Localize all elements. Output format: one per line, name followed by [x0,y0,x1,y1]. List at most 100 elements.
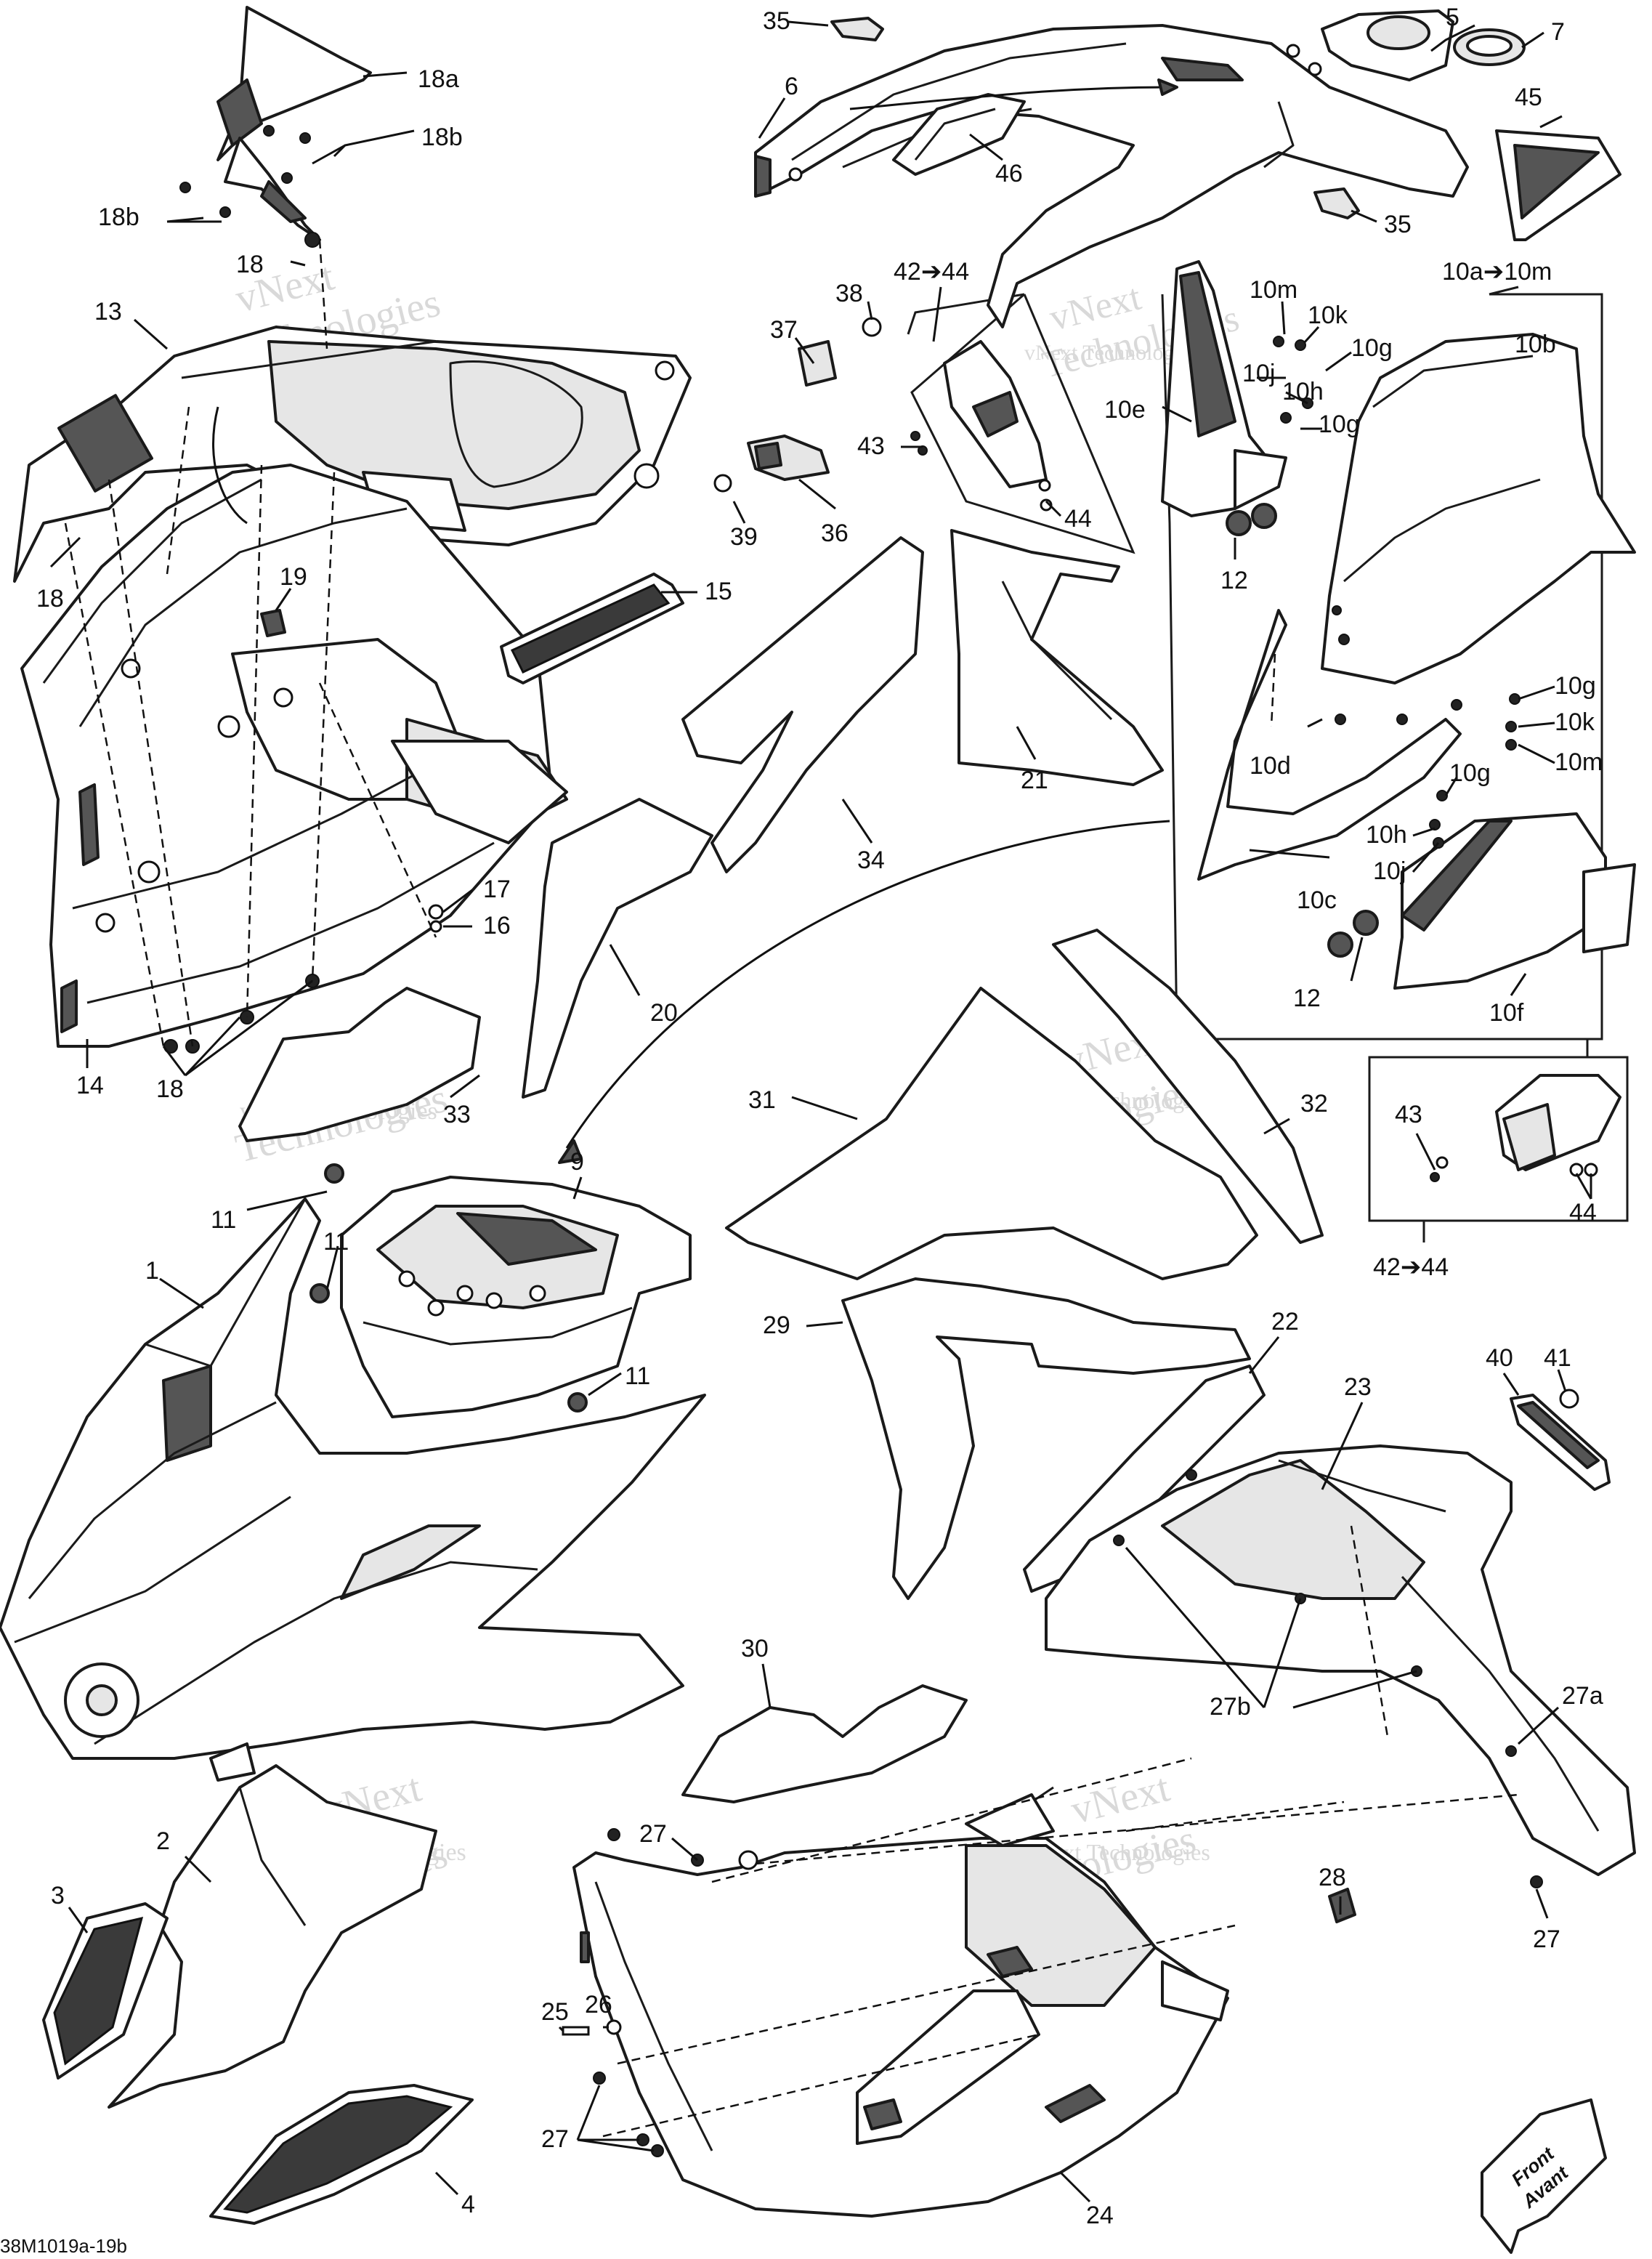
part-5-gauge-bezel-plate [1321,9,1454,81]
callout-27-bottom: 27 [541,2125,569,2153]
callout-10m-right: 10m [1555,748,1603,776]
callout-10j-lower: 10j [1373,857,1406,885]
assembly-arrows [212,78,1178,1164]
callout-2: 2 [156,1827,170,1855]
callout-10e: 10e [1104,396,1146,424]
part-35-clip-top [830,17,884,41]
part-26-washer [606,2019,622,2035]
callout-leaders [49,20,1592,2203]
callout-35-right: 35 [1384,211,1412,238]
part-12-grommet-lower-b [1327,932,1353,958]
callout-22: 22 [1271,1308,1299,1335]
diagram-code: 38M1019a-19b [0,2235,127,2257]
callout-10g-mid: 10g [1319,411,1360,438]
callout-6: 6 [785,73,798,100]
part-27-screws [593,1828,1543,2157]
callout-27-right: 27 [1533,1925,1560,1953]
callout-16: 16 [483,912,511,939]
front-direction-badge: Front Avant [1481,2098,1607,2254]
part-42-44-mirror-detail [1430,1074,1621,1182]
callout-10k-right: 10k [1555,708,1595,736]
callout-42-44-detail: 42➔44 [1373,1253,1449,1281]
part-11-grommet-c [567,1392,588,1413]
part-37-bracket [798,340,837,387]
part-30-foam-pad [681,1684,968,1803]
callout-11-b: 11 [323,1228,349,1256]
callout-10g-lower: 10g [1449,759,1491,787]
callout-44-top: 44 [1064,505,1092,533]
part-39-nut [713,474,732,493]
callout-18b-upper: 18b [421,124,463,151]
callout-10k-top: 10k [1308,302,1348,329]
callout-labels: 35 5 7 6 45 46 35 10a➔10m 18a 18b 18b 18… [36,4,1603,2229]
part-25-bolt [562,2026,590,2036]
callout-36: 36 [821,520,849,547]
part-19-clip [260,609,286,637]
callout-27b: 27b [1210,1693,1251,1721]
callout-29: 29 [763,1312,790,1339]
callout-39: 39 [730,523,758,551]
callout-26: 26 [585,1991,612,2018]
part-2-lower-nose [108,1764,437,2109]
callout-19: 19 [280,563,307,591]
part-45-side-bracket [1495,129,1621,241]
callout-7: 7 [1551,18,1565,46]
callout-44-detail: 44 [1569,1199,1597,1227]
part-9-headlight-housing [340,1176,692,1418]
part-13-upper-console [13,326,692,583]
callout-27a: 27a [1562,1682,1603,1710]
callout-34: 34 [857,846,885,874]
callout-18-left: 18 [36,585,64,613]
part-28-clip [1328,1888,1356,1923]
callout-12-top: 12 [1220,567,1248,594]
callout-23: 23 [1344,1373,1372,1401]
callout-10a-10m: 10a➔10m [1442,258,1552,286]
part-32-trim-strip [1052,929,1324,1244]
part-15-vent-grille [500,573,684,684]
callout-43-detail: 43 [1395,1101,1422,1128]
callout-30: 30 [741,1635,769,1662]
callout-25: 25 [541,1998,569,2026]
callout-10d: 10d [1250,752,1291,780]
callout-9: 9 [570,1148,584,1176]
part-36-latch [747,435,830,481]
part-22-foam-strip [1023,1365,1266,1593]
callout-5: 5 [1446,4,1459,31]
part-34-foam-panel [681,536,924,873]
part-11-grommet-a [324,1163,344,1184]
callout-38: 38 [835,280,863,307]
part-10-hardware-stack-top [1273,336,1313,424]
callout-41: 41 [1544,1344,1571,1372]
callout-3: 3 [51,1882,65,1910]
callout-28: 28 [1319,1864,1346,1891]
part-1-front-cowl [0,1197,706,1782]
callout-10c: 10c [1297,886,1337,914]
callout-10h-lower: 10h [1366,821,1407,849]
part-46-inner-duct [892,93,1026,176]
callout-4: 4 [461,2191,475,2218]
callout-21: 21 [1021,767,1048,794]
part-10e-windshield-bracket [1161,260,1287,517]
callout-14: 14 [76,1072,104,1099]
callout-24: 24 [1086,2202,1114,2229]
callout-11-c: 11 [625,1362,650,1390]
callout-10f: 10f [1489,999,1524,1027]
callout-32: 32 [1300,1090,1328,1118]
callout-42-44-top: 42➔44 [894,258,969,286]
part-12-grommet-lower [1353,910,1379,936]
assembly-lines-lower [602,1525,1519,2138]
part-42-44-mirror [910,340,1053,512]
callout-45: 45 [1515,84,1542,111]
part-10f-windshield-side-panel [1393,812,1636,990]
part-7-gauge-ring [1453,28,1526,66]
callout-12-lower: 12 [1293,985,1321,1012]
part-10b-windshield [1321,333,1636,684]
callout-43-top: 43 [857,432,885,460]
part-18a-windshield-deflector [179,6,372,248]
callout-10j-top: 10j [1242,360,1275,387]
part-3-mesh-grille [42,1902,169,2080]
callout-10g-top: 10g [1351,334,1393,362]
callout-10g-right: 10g [1555,672,1596,700]
watermark-text: vNext [1066,1765,1174,1832]
